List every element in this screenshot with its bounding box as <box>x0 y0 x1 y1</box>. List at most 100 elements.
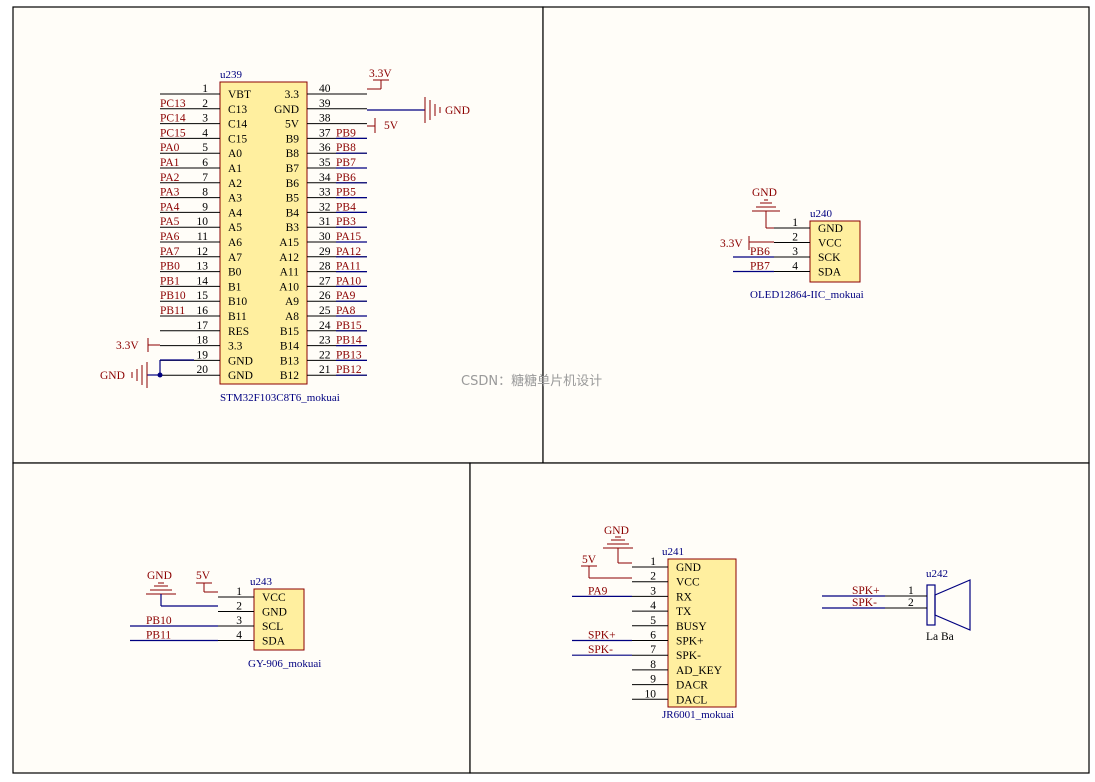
pin-name: GND <box>228 370 253 382</box>
pin-name: A0 <box>228 148 242 160</box>
pin-number: 2 <box>908 597 914 609</box>
pin-number: 3 <box>236 615 242 627</box>
pin-name: B15 <box>280 326 299 338</box>
pin-name: TX <box>676 606 692 618</box>
net-label: PB3 <box>336 216 356 228</box>
net-label: PB14 <box>336 335 362 347</box>
net-label: SPK+ <box>852 585 880 597</box>
frame-gy906 <box>12 462 471 774</box>
power-oled-vcc: 3.3V <box>720 236 774 250</box>
pin-number: 14 <box>197 275 209 287</box>
pin-number: 4 <box>792 261 798 273</box>
pin-name: B3 <box>286 222 300 234</box>
pin-name: GND <box>228 355 253 367</box>
net-label: PC14 <box>160 113 186 125</box>
net-label: PB7 <box>336 157 356 169</box>
speaker-designator: u242 <box>926 568 948 580</box>
pin-name: VCC <box>676 577 700 589</box>
pin-name: GND <box>676 562 701 574</box>
pin-name: B7 <box>286 163 300 175</box>
ground-mcu-right-label: GND <box>445 105 470 117</box>
pin-number: 1 <box>908 585 914 597</box>
net-label: PA10 <box>336 275 361 287</box>
pin-name: DACR <box>676 680 708 692</box>
watermark: CSDN：糖糖单片机设计 <box>461 373 602 389</box>
net-label: PB15 <box>336 320 362 332</box>
pin-name: A9 <box>285 296 299 308</box>
ground-mcu-left: GND <box>100 359 194 388</box>
net-label: PB1 <box>160 275 180 287</box>
net-label: SPK- <box>588 644 613 656</box>
pin-number: 16 <box>197 305 209 317</box>
pin-name: B11 <box>228 311 247 323</box>
pin-name: B13 <box>280 355 299 367</box>
pin-number: 2 <box>792 232 798 244</box>
pin-number: 36 <box>319 142 331 154</box>
pin-number: 25 <box>319 305 331 317</box>
power-3v3-top-label: 3.3V <box>369 68 392 80</box>
gy906-designator: u243 <box>250 576 273 588</box>
net-label: PB12 <box>336 364 362 376</box>
net-label: PA15 <box>336 231 361 243</box>
power-3v3-left: 3.3V <box>116 338 160 352</box>
pin-number: 7 <box>650 644 656 656</box>
speaker-part-name: La Ba <box>926 631 954 643</box>
pin-name: A5 <box>228 222 242 234</box>
pin-name: SDA <box>818 267 842 279</box>
net-label: PA2 <box>160 172 180 184</box>
pin-name: A15 <box>279 237 299 249</box>
pin-number: 35 <box>319 157 331 169</box>
pin-number: 31 <box>319 216 331 228</box>
pin-number: 34 <box>319 172 331 184</box>
pin-number: 12 <box>197 246 209 258</box>
pin-number: 29 <box>319 246 331 258</box>
net-label: PB11 <box>146 630 171 642</box>
pin-number: 38 <box>319 113 331 125</box>
pin-name: C15 <box>228 133 247 145</box>
net-label: PA9 <box>588 585 608 597</box>
pin-number: 11 <box>197 231 208 243</box>
jr6001-part-name: JR6001_mokuai <box>662 709 734 721</box>
pin-number: 7 <box>202 172 208 184</box>
gy906-body <box>253 588 305 651</box>
mcu-designator: u239 <box>220 69 243 81</box>
pin-number: 17 <box>197 320 209 332</box>
speaker-pin-2: SPK-2 <box>822 597 927 609</box>
net-label: PB9 <box>336 127 356 139</box>
pin-number: 40 <box>319 83 331 95</box>
net-label: PA7 <box>160 246 180 258</box>
pin-number: 15 <box>197 290 209 302</box>
pin-name: GND <box>818 223 843 235</box>
pin-number: 5 <box>650 615 656 627</box>
pin-name: A2 <box>228 178 242 190</box>
pin-name: B0 <box>228 267 242 279</box>
net-label: PB0 <box>160 261 180 273</box>
junction-dot <box>157 372 163 378</box>
pin-name: SPK- <box>676 650 701 662</box>
pin-number: 22 <box>319 349 331 361</box>
